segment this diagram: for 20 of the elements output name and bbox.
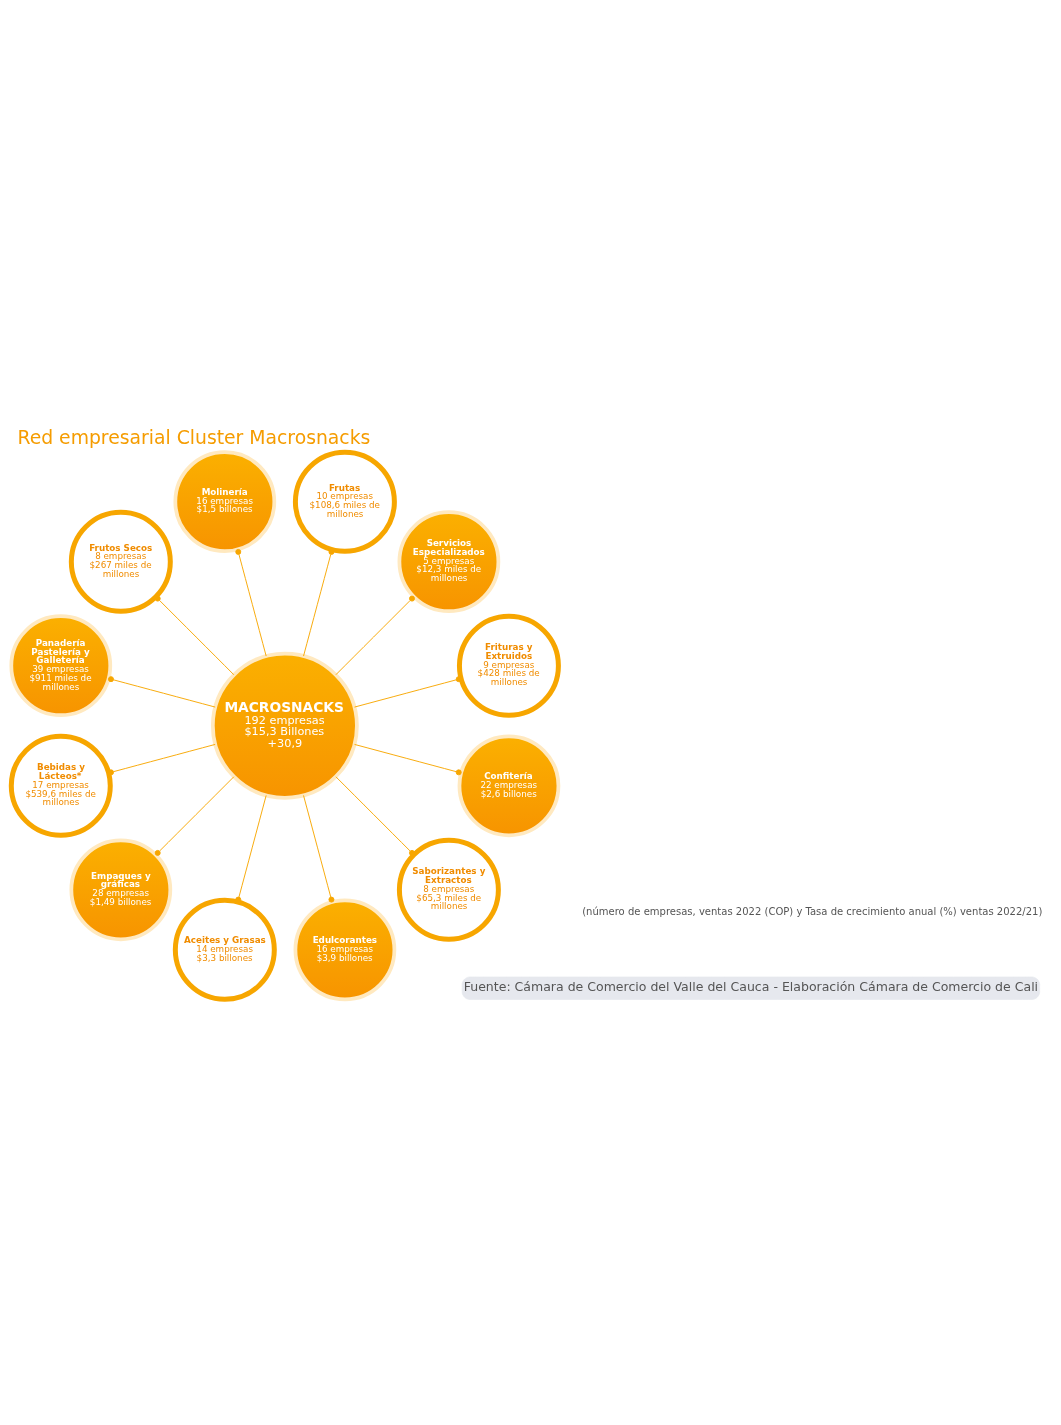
diagram-title: Red empresarial Cluster Macrosnacks <box>17 426 371 448</box>
label: (número de empresas, ventas 2022 (COP) y Tasa de crecimiento anual (%) ventas 2022/21) <box>582 905 1043 917</box>
connector <box>335 595 415 675</box>
connector <box>154 775 235 856</box>
connector <box>108 675 216 708</box>
node-circle: Servicios Especializados 5 empresas $12,3 miles de millones <box>397 509 501 613</box>
connector <box>235 548 267 657</box>
node-circle: Saborizantes y Extractos 8 empresas $65,3 miles de millones <box>396 837 501 942</box>
connector <box>303 794 335 903</box>
connector <box>108 743 216 775</box>
connector <box>303 548 335 657</box>
node-circle: MACROSNACKS 192 empresas $15,3 Billones +30,9 <box>210 651 359 800</box>
connector <box>335 775 415 856</box>
node-circle: Empaques y gráficas 28 empresas $1,49 billones <box>69 837 173 941</box>
connector <box>235 794 267 903</box>
connector <box>354 675 462 708</box>
connector <box>354 743 462 775</box>
node-circle: Frutos Secos 8 empresas $267 miles de millones <box>68 509 173 614</box>
connector <box>154 595 235 675</box>
caption: Fuente: Cámara de Comercio del Valle del Cauca - Elaboración Cámara de Comercio de Cali <box>463 978 1039 994</box>
